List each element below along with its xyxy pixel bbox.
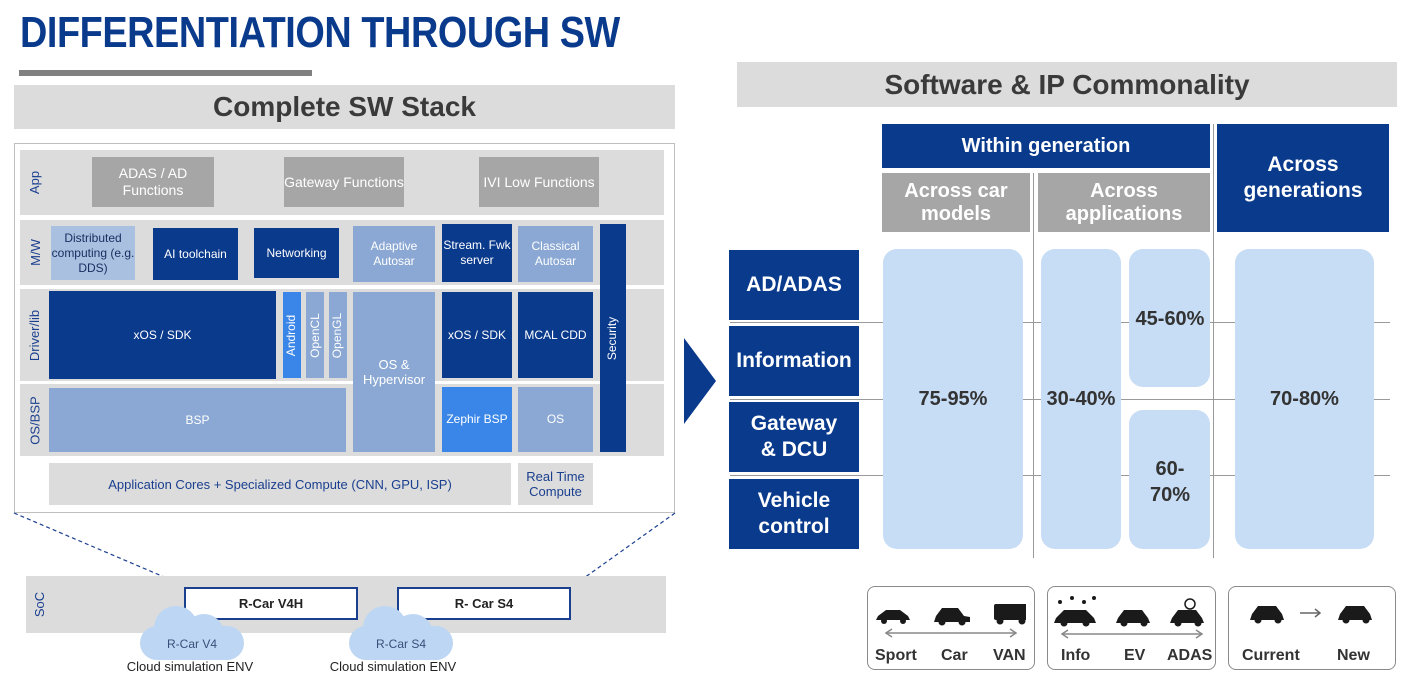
generations-pill: [1235, 249, 1374, 549]
realtime-compute-box: Real Time Compute: [518, 463, 593, 505]
row-label-adas: AD/ADAS: [729, 250, 859, 320]
mcal-cdd-box: MCAL CDD: [518, 292, 593, 378]
within-generation-header: Within generation: [882, 124, 1210, 168]
commonality-header: Software & IP Commonality: [737, 62, 1397, 107]
applications-pill: [1041, 249, 1121, 549]
cloud-s4-label: R-Car S4: [375, 637, 426, 651]
legend-car-models: [867, 586, 1035, 670]
legend-sport-label: Sport: [875, 647, 917, 664]
adas-functions-box: ADAS / AD Functions: [92, 157, 214, 207]
classical-autosar-box: Classical Autosar: [518, 226, 593, 282]
cloud-v4-icon: [140, 604, 244, 664]
cloud-v4-caption: Cloud simulation ENV: [126, 659, 254, 674]
legend-ev-label: EV: [1124, 647, 1146, 664]
rcar-s4-box: R- Car S4: [397, 587, 571, 620]
xos-sdk-secondary-box: xOS / SDK: [442, 292, 512, 378]
android-box: Android: [283, 292, 301, 378]
column-divider: [1213, 124, 1214, 558]
legend-van-label: VAN: [993, 647, 1026, 664]
opencl-box: OpenCL: [306, 292, 324, 378]
legend-new-label: New: [1337, 647, 1370, 664]
page-title: DIFFERENTIATION THROUGH SW: [20, 8, 620, 57]
applications-lower-value: 60-70%: [1149, 458, 1191, 506]
bsp-box: BSP: [49, 388, 346, 452]
xos-sdk-box: xOS / SDK: [49, 291, 276, 379]
sw-stack-header: Complete SW Stack: [14, 85, 675, 129]
across-applications-header: Across applications: [1038, 173, 1210, 232]
cloud-s4-icon: [349, 604, 453, 664]
generations-icons: [1250, 606, 1372, 624]
ivi-functions-box: IVI Low Functions: [479, 157, 599, 207]
cloud-v4-label: R-Car V4: [166, 637, 217, 651]
os-hypervisor-box: OS & Hypervisor: [353, 292, 435, 452]
across-generations-header: Across generations: [1217, 124, 1389, 232]
applications-upper-value: 45-60%: [1135, 308, 1205, 330]
adaptive-autosar-box: Adaptive Autosar: [353, 226, 435, 282]
gateway-functions-box: Gateway Functions: [284, 157, 404, 207]
cloud-s4-caption: Cloud simulation ENV: [329, 659, 457, 674]
legend-adas-label: ADAS: [1167, 647, 1213, 664]
generations-value: 70-80%: [1270, 388, 1339, 410]
car-models-value: 75-95%: [918, 388, 988, 410]
zephir-bsp-box: Zephir BSP: [442, 387, 512, 452]
stream-fwk-box: Stream. Fwk server: [442, 224, 512, 282]
application-cores-box: Application Cores + Specialized Compute …: [49, 463, 511, 505]
row-label-information: Information: [729, 326, 859, 396]
column-divider: [1033, 173, 1034, 558]
row-label-vehicle-control: Vehicle control: [729, 479, 859, 549]
applications-value: 30-40%: [1046, 388, 1116, 410]
title-underline: [19, 70, 312, 76]
applications-icons: [1054, 596, 1204, 639]
car-models-icons: [876, 604, 1026, 638]
security-box: Security: [600, 224, 626, 452]
zoom-connector-lines: [13, 512, 676, 589]
right-arrow-icon: [684, 338, 716, 424]
ai-toolchain-box: AI toolchain: [153, 228, 238, 280]
legend-car-label: Car: [941, 647, 968, 664]
os-box: OS: [518, 387, 593, 452]
across-car-models-header: Across car models: [882, 173, 1030, 232]
legend-info-label: Info: [1061, 647, 1091, 664]
applications-upper-pill: [1129, 249, 1210, 387]
car-models-pill: [883, 249, 1023, 549]
legend-current-label: Current: [1242, 647, 1300, 664]
networking-box: Networking: [254, 228, 339, 278]
legend-generations: [1228, 586, 1396, 670]
opengl-box: OpenGL: [329, 292, 347, 378]
distributed-computing-box: Distributed computing (e.g. DDS): [51, 226, 135, 280]
rcar-v4h-box: R-Car V4H: [184, 587, 358, 620]
soc-band-label: SoC: [32, 591, 48, 618]
row-label-gateway: Gateway & DCU: [729, 402, 859, 472]
applications-lower-pill: [1129, 410, 1210, 549]
